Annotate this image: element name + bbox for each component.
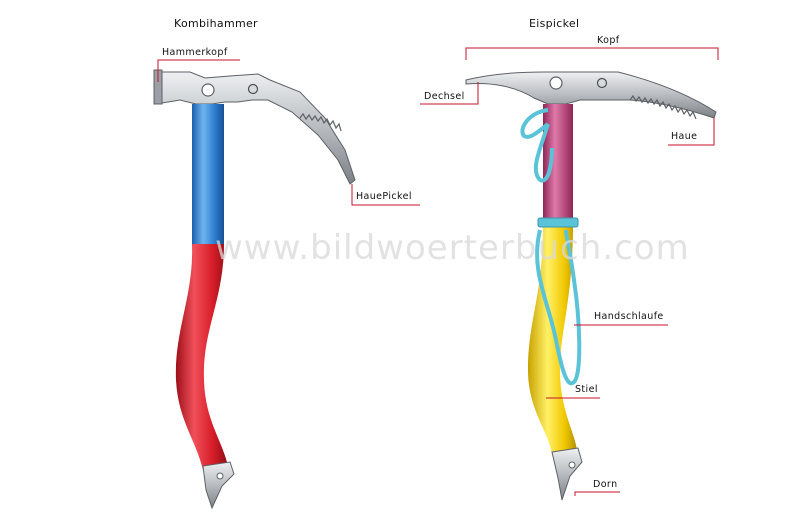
axe-spike: [551, 447, 583, 501]
axe-hole: [549, 76, 563, 90]
axe-spike-hole: [568, 461, 576, 469]
hammer-bolt: [247, 83, 259, 95]
axe-strap-band: [537, 217, 579, 228]
axe-strap: [535, 229, 582, 386]
label-stiel: Stiel: [575, 384, 598, 395]
label-hammerkopf: Hammerkopf: [162, 47, 228, 58]
hammer-lower-handle: [175, 244, 228, 470]
axe-upper-handle: [543, 104, 573, 224]
axe-bolt: [596, 77, 608, 89]
leader-dechsel: [420, 82, 479, 105]
hammer-head-shape: [154, 71, 356, 185]
label-haue: Haue: [671, 131, 698, 142]
leader-hammerkopf: [157, 59, 240, 82]
leader-kopf: [465, 47, 719, 60]
leader-lines: [157, 47, 719, 496]
leader-haue: [668, 118, 715, 146]
hammer-spike-hole: [216, 472, 224, 480]
axe-strap-loop: [520, 108, 554, 183]
axe-head-shape: [465, 71, 717, 119]
label-kopf: Kopf: [597, 35, 620, 46]
leader-hauepickel: [351, 184, 420, 206]
label-handschlaufe: Handschlaufe: [594, 311, 664, 322]
watermark-text: www.bildwoerterbuch.com: [215, 228, 690, 268]
label-dechsel: Dechsel: [424, 91, 465, 102]
label-dorn: Dorn: [593, 479, 618, 490]
axe-pick-teeth: [629, 94, 697, 120]
hammer-upper-handle: [192, 104, 224, 244]
hammer-spike: [202, 461, 235, 510]
leader-dorn: [574, 491, 620, 496]
hammer-pick-teeth: [299, 112, 342, 132]
label-hauepickel: HauePickel: [356, 191, 412, 202]
title-eispickel: Eispickel: [529, 17, 580, 30]
kombihammer-illustration: [153, 69, 356, 510]
title-kombihammer: Kombihammer: [174, 17, 258, 30]
eispickel-illustration: [465, 71, 717, 501]
hammer-hole: [201, 83, 215, 97]
